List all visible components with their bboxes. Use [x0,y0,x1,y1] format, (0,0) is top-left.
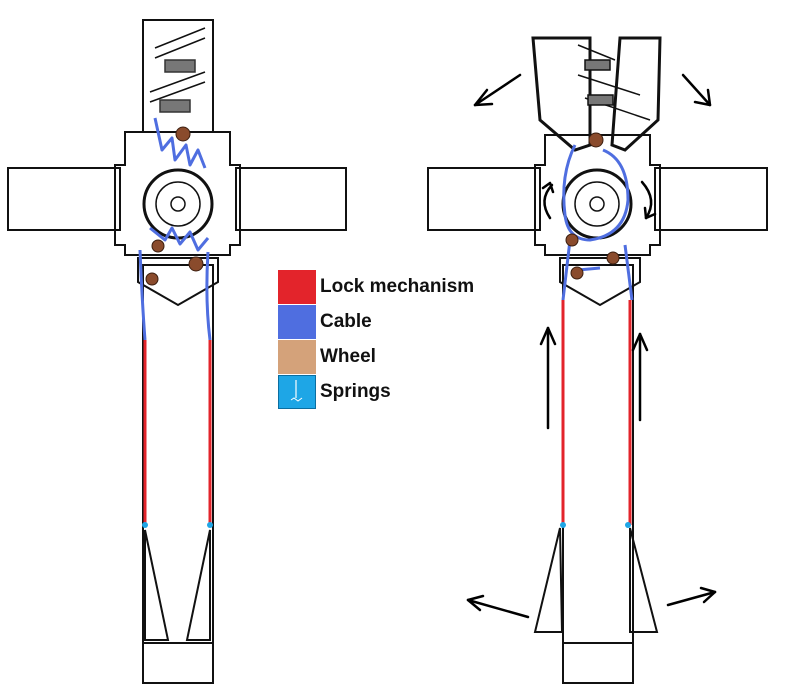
left-springs [149,117,210,252]
left-lock-housing [137,257,219,307]
left-right-arm [235,167,347,231]
left-top-arm-slots [149,27,206,113]
right-wheel-hub [574,181,620,227]
left-shaft [142,264,214,644]
right-left-arm [427,167,541,231]
arrow-out-left-icon [466,594,530,619]
rotate-ccw-left-icon [541,181,555,220]
left-hub-frame [114,131,241,256]
right-hub-frame [534,134,661,256]
arrow-up-left-icon [473,73,522,107]
lock-mechanism-swatch [278,270,316,304]
spring-glyph-icon [290,380,303,402]
legend-label: Wheel [320,346,376,367]
right-cable [561,144,634,301]
left-lock-mechanism [143,340,212,525]
right-right-arm [654,167,768,231]
left-foot [142,642,214,684]
arrow-out-right-icon [666,586,717,607]
cable-swatch [278,305,316,339]
left-cable [138,249,212,341]
right-blade-left [533,527,564,633]
right-lock-mechanism [561,300,632,525]
legend-item-cable: Cable [278,305,538,340]
legend-item-springs: Springs [278,375,538,410]
right-top-inner [577,44,651,121]
left-wheel-hub [155,181,201,227]
legend-label: Cable [320,311,372,332]
left-blade-right [185,529,211,641]
right-top-jaw-left [531,36,592,152]
right-wheel [561,168,633,240]
left-wheel [142,168,214,240]
springs-swatch [278,375,316,409]
legend: Lock mechanism Cable Wheel Springs [278,270,538,410]
right-spring-nodes [560,522,631,528]
arrow-up-left-shaft-icon [539,326,557,430]
motion-arrows [466,73,717,619]
right-blade-right [629,527,659,633]
legend-label: Springs [320,381,391,402]
legend-label: Lock mechanism [320,276,475,297]
right-pins [565,132,620,280]
left-blade-left [144,529,170,641]
legend-item-wheel: Wheel [278,340,538,375]
arrow-down-right-icon [681,73,712,107]
rotate-cw-right-icon [640,180,657,220]
arrow-up-right-shaft-icon [631,332,649,422]
left-pins [145,126,204,286]
right-foot [562,642,634,684]
left-spring-nodes [142,522,213,528]
legend-item-lock-mechanism: Lock mechanism [278,270,538,305]
wheel-swatch [278,340,316,374]
left-left-arm [7,167,121,231]
left-top-arm [142,19,214,133]
right-shaft [562,264,634,644]
